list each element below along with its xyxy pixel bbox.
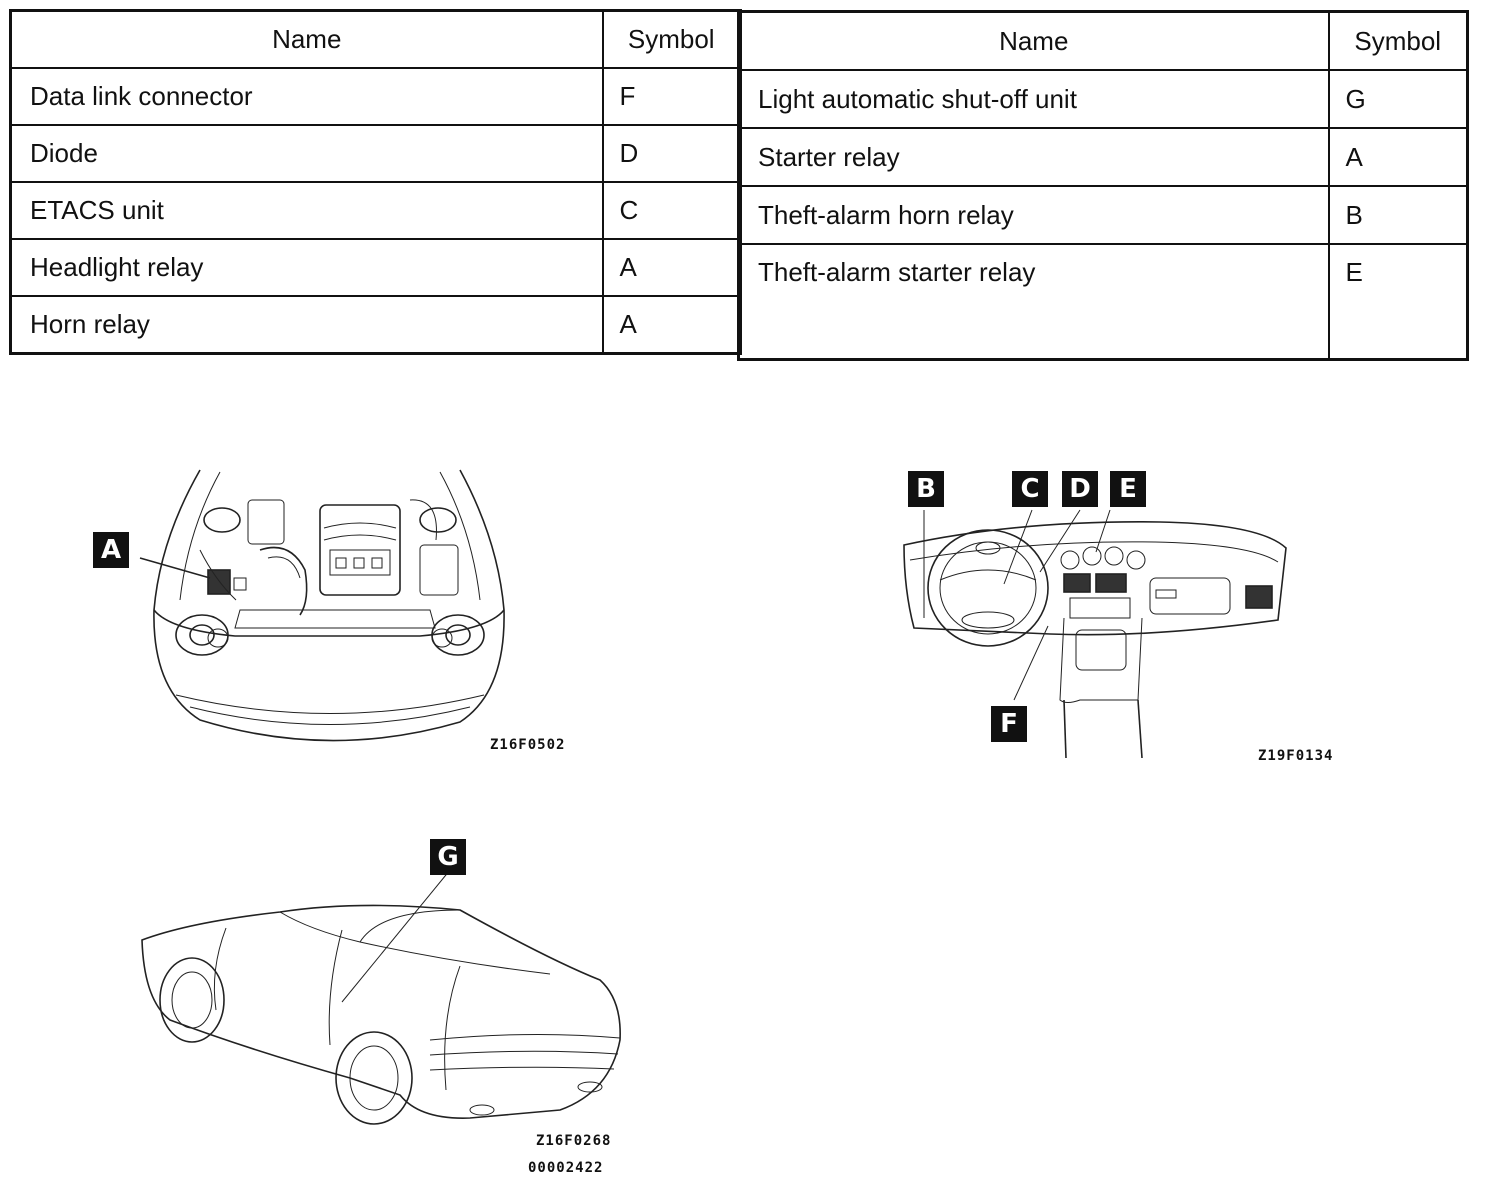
symbol-column-header: Symbol: [1327, 10, 1469, 71]
engine-bay-illustration: [139, 469, 505, 742]
document-number: 00002422: [528, 1160, 604, 1176]
table-row: Horn relay A: [9, 295, 742, 355]
callout-f: F: [991, 706, 1027, 742]
figure-code: Z16F0502: [490, 737, 566, 753]
callout-a: A: [93, 532, 129, 568]
table-row: Data link connector F: [9, 67, 742, 126]
component-table-right: Name Symbol Light automatic shut-off uni…: [737, 10, 1469, 361]
callout-g: G: [430, 839, 466, 875]
figure-code: Z19F0134: [1258, 748, 1334, 764]
table-row: Starter relay A: [737, 127, 1469, 187]
component-name: Headlight relay: [9, 238, 604, 297]
callout-b: B: [908, 471, 944, 507]
component-symbol: E: [1327, 243, 1469, 360]
component-symbol: G: [1327, 69, 1469, 129]
callout-d: D: [1062, 471, 1098, 507]
component-name: Diode: [9, 124, 604, 183]
rear-car-illustration: [141, 869, 621, 1125]
table-row: Theft-alarm starter relay E: [737, 243, 1469, 360]
callout-e: E: [1110, 471, 1146, 507]
table-row: Light automatic shut-off unit G: [737, 69, 1469, 129]
component-name: Theft-alarm starter relay: [737, 243, 1330, 360]
component-symbol: A: [601, 238, 742, 297]
component-symbol: C: [601, 181, 742, 240]
component-symbol: A: [601, 295, 742, 355]
component-name: Theft-alarm horn relay: [737, 185, 1330, 245]
table-header-row: Name Symbol: [737, 10, 1469, 71]
component-symbol: B: [1327, 185, 1469, 245]
table-row: Theft-alarm horn relay B: [737, 185, 1469, 245]
component-name: Horn relay: [9, 295, 604, 355]
component-symbol: A: [1327, 127, 1469, 187]
table-row: Headlight relay A: [9, 238, 742, 297]
symbol-column-header: Symbol: [601, 9, 742, 69]
component-name: ETACS unit: [9, 181, 604, 240]
component-symbol: F: [601, 67, 742, 126]
table-row: ETACS unit C: [9, 181, 742, 240]
figure-code: Z16F0268: [536, 1133, 612, 1149]
component-name: Light automatic shut-off unit: [737, 69, 1330, 129]
component-symbol: D: [601, 124, 742, 183]
component-name: Starter relay: [737, 127, 1330, 187]
component-table-left: Name Symbol Data link connector F Diode …: [9, 9, 742, 355]
name-column-header: Name: [737, 10, 1330, 71]
callout-c: C: [1012, 471, 1048, 507]
component-name: Data link connector: [9, 67, 604, 126]
table-header-row: Name Symbol: [9, 9, 742, 69]
table-row: Diode D: [9, 124, 742, 183]
dashboard-illustration: [903, 509, 1287, 759]
name-column-header: Name: [9, 9, 604, 69]
